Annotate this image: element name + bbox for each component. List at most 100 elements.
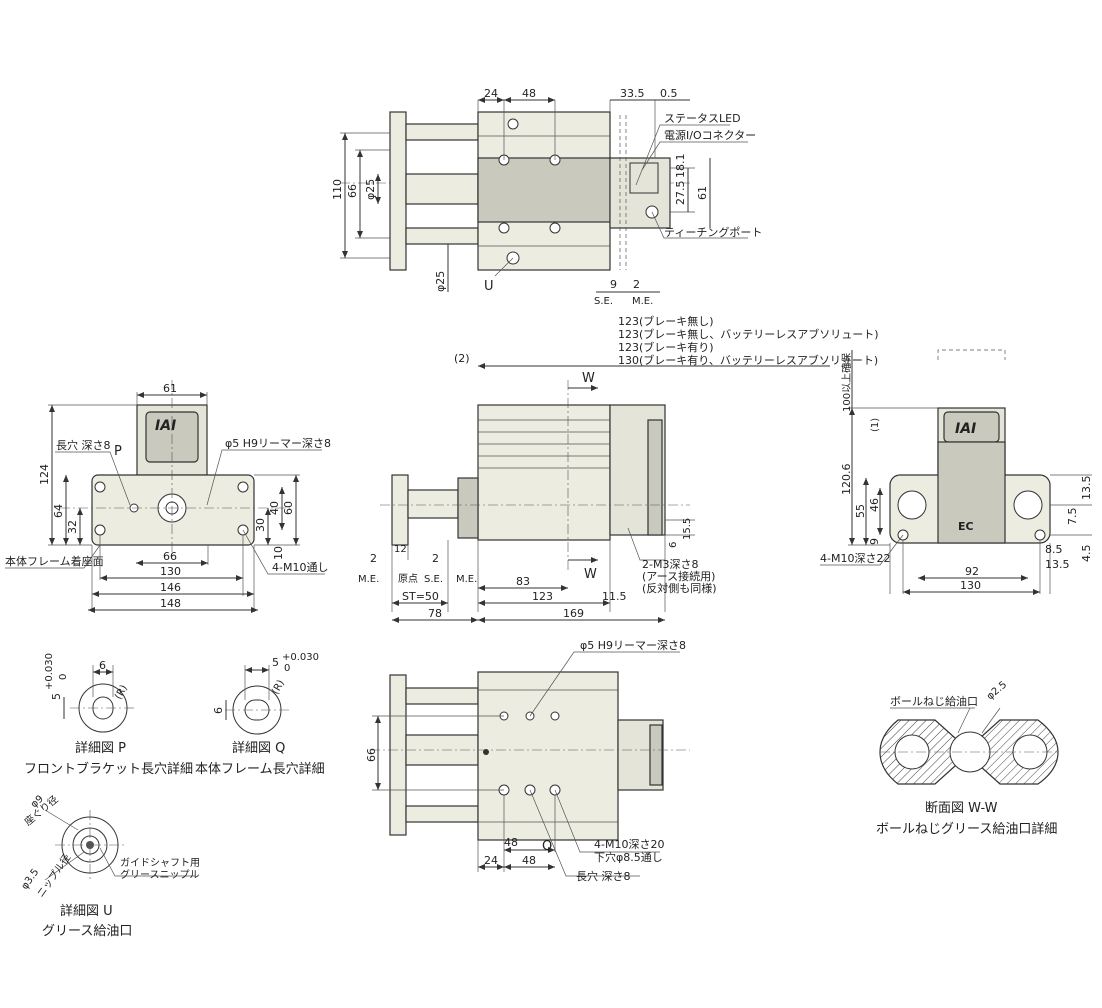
side-note-4: 130(ブレーキ有り、バッテリーレスアブソリュート) bbox=[618, 353, 878, 367]
top-dim-9: 9 bbox=[610, 278, 617, 291]
side-note-1: 123(ブレーキ無し) bbox=[618, 314, 714, 328]
top-label-u: U bbox=[484, 279, 494, 294]
top-me-label: M.E. bbox=[632, 296, 653, 307]
bottom-label-q: Q bbox=[542, 839, 552, 854]
right-view: IAI EC 100以上確保 (1) 120.6 55 46 9 4-M10深さ… bbox=[820, 349, 1093, 595]
detail-p-title: 詳細図 P bbox=[75, 740, 126, 756]
front-dim-40: 40 bbox=[268, 501, 281, 515]
side-dim-12: 12 bbox=[394, 544, 407, 555]
side-note-2: 123(ブレーキ無し、バッテリーレスアブソリュート) bbox=[618, 327, 879, 341]
top-dim-66: 66 bbox=[346, 184, 359, 198]
detail-u-nipple-1: ガイドシャフト用 bbox=[120, 857, 200, 869]
bottom-m10-label-1: 4-M10深さ20 bbox=[594, 838, 664, 851]
top-dim-phi25: φ25 bbox=[364, 179, 377, 200]
front-dim-66: 66 bbox=[163, 550, 177, 563]
front-view: IAI 61 124 64 32 長穴 深さ8 P φ5 H9リーマー深さ8 6… bbox=[5, 380, 331, 613]
section-port-label: ボールねじ給油口 bbox=[890, 694, 978, 708]
right-dim-13-5b: 13.5 bbox=[1045, 558, 1070, 571]
front-dim-60: 60 bbox=[282, 501, 295, 515]
bottom-view: 66 φ5 H9リーマー深さ8 48 24 48 Q 4-M10深さ20 下穴φ… bbox=[365, 639, 690, 883]
side-dim-2a: 2 bbox=[370, 552, 377, 565]
detail-p-dim-5: 5 bbox=[50, 693, 63, 700]
front-dim-30: 30 bbox=[254, 518, 267, 532]
front-reamer-label: φ5 H9リーマー深さ8 bbox=[225, 437, 331, 450]
right-dim-13-5a: 13.5 bbox=[1080, 476, 1093, 501]
detail-p-tol: +0.030 bbox=[44, 653, 55, 690]
front-m10-label: 4-M10通し bbox=[272, 561, 328, 574]
top-dim-61: 61 bbox=[696, 186, 709, 200]
right-m10-label: 4-M10深さ22 bbox=[820, 552, 890, 565]
front-dim-10: 10 bbox=[272, 546, 285, 560]
front-dim-130: 130 bbox=[160, 565, 181, 578]
right-logo-text: IAI bbox=[955, 421, 976, 437]
top-se-label: S.E. bbox=[594, 296, 613, 307]
side-dim-169: 169 bbox=[563, 607, 584, 620]
side-section-w-top: W bbox=[582, 371, 595, 386]
side-dim-2b: 2 bbox=[432, 552, 439, 565]
m3-label-2: (アース接続用) bbox=[642, 569, 715, 583]
detail-q-dim-5: 5 bbox=[272, 656, 279, 669]
front-logo: IAI bbox=[155, 418, 176, 434]
section-title: 断面図 W-W bbox=[925, 801, 998, 816]
bottom-dim-66: 66 bbox=[365, 748, 378, 762]
front-dim-64: 64 bbox=[52, 504, 65, 518]
right-dim-9: 9 bbox=[868, 538, 881, 545]
detail-p: 6 5 +0.030 0 (R) 詳細図 P フロントブラケット長穴詳細 bbox=[24, 653, 193, 777]
right-dim-120-6: 120.6 bbox=[840, 464, 853, 496]
teaching-port-label: ティーチングポート bbox=[664, 225, 762, 239]
right-dim-paren1: (1) bbox=[870, 418, 881, 432]
detail-u: φ9 座ぐり径 φ3.5 ニップル径 ガイドシャフト用 グリースニップル 詳細図… bbox=[19, 793, 200, 939]
bottom-m10-label-2: 下穴φ8.5通し bbox=[594, 850, 663, 864]
side-dim-st: ST=50 bbox=[402, 590, 439, 603]
right-dim-8-5: 8.5 bbox=[1045, 543, 1063, 556]
top-view: 24 48 33.5 0.5 110 66 φ25 φ25 27.5 18.1 … bbox=[331, 87, 762, 307]
detail-p-tol0: 0 bbox=[58, 674, 69, 680]
right-dim-7-5: 7.5 bbox=[1066, 508, 1079, 526]
side-note-3: 123(ブレーキ有り) bbox=[618, 340, 714, 354]
right-badge: EC bbox=[958, 520, 974, 533]
top-dim-phi25-b: φ25 bbox=[434, 271, 447, 292]
side-dim-6: 6 bbox=[668, 542, 679, 548]
bottom-dim-24: 24 bbox=[484, 854, 498, 867]
detail-q-subtitle: 本体フレーム長穴詳細 bbox=[195, 761, 325, 777]
detail-q-dim-6: 6 bbox=[212, 707, 225, 714]
detail-p-dim-6: 6 bbox=[99, 659, 106, 672]
side-section-w-bottom: W bbox=[584, 567, 597, 582]
bottom-reamer-label: φ5 H9リーマー深さ8 bbox=[580, 639, 686, 652]
top-dim-2: 2 bbox=[633, 278, 640, 291]
top-dim-18-1: 18.1 bbox=[674, 154, 687, 179]
bottom-dim-48b: 48 bbox=[522, 854, 536, 867]
detail-u-nipple-2: グリースニップル bbox=[120, 868, 200, 881]
front-dim-148: 148 bbox=[160, 597, 181, 610]
power-io-label: 電源I/Oコネクター bbox=[664, 128, 756, 142]
side-origin-label: 原点 bbox=[398, 573, 418, 585]
top-dim-0-5: 0.5 bbox=[660, 87, 678, 100]
front-dim-146: 146 bbox=[160, 581, 181, 594]
status-led-label: ステータスLED bbox=[664, 112, 741, 125]
detail-u-subtitle: グリース給油口 bbox=[42, 924, 132, 939]
front-label-p: P bbox=[114, 444, 122, 459]
detail-u-title: 詳細図 U bbox=[60, 903, 113, 919]
section-phi2-5: φ2.5 bbox=[985, 679, 1009, 702]
detail-q-title: 詳細図 Q bbox=[232, 740, 285, 756]
side-dim-83: 83 bbox=[516, 575, 530, 588]
section-subtitle: ボールねじグリース給油口詳細 bbox=[876, 821, 1057, 837]
right-dim-92: 92 bbox=[965, 565, 979, 578]
detail-q: 5 +0.030 0 6 (R) 詳細図 Q 本体フレーム長穴詳細 bbox=[195, 652, 325, 777]
detail-p-subtitle: フロントブラケット長穴詳細 bbox=[24, 761, 193, 777]
side-view: 123(ブレーキ無し) 123(ブレーキ無し、バッテリーレスアブソリュート) 1… bbox=[358, 314, 879, 623]
top-dim-48: 48 bbox=[522, 87, 536, 100]
side-dim-15-5: 15.5 bbox=[682, 518, 693, 540]
right-dim-130: 130 bbox=[960, 579, 981, 592]
top-dim-27-5: 27.5 bbox=[674, 181, 687, 206]
right-dim-4-5: 4.5 bbox=[1080, 545, 1093, 563]
front-dim-61: 61 bbox=[163, 382, 177, 395]
side-dim-11-5: 11.5 bbox=[602, 590, 627, 603]
front-dim-124: 124 bbox=[38, 464, 51, 485]
m3-label-1: 2-M3深さ8 bbox=[642, 558, 698, 571]
side-dim-paren2: (2) bbox=[454, 352, 470, 365]
top-dim-24: 24 bbox=[484, 87, 498, 100]
side-dim-123: 123 bbox=[532, 590, 553, 603]
bottom-slot-label: 長穴 深さ8 bbox=[576, 869, 631, 883]
